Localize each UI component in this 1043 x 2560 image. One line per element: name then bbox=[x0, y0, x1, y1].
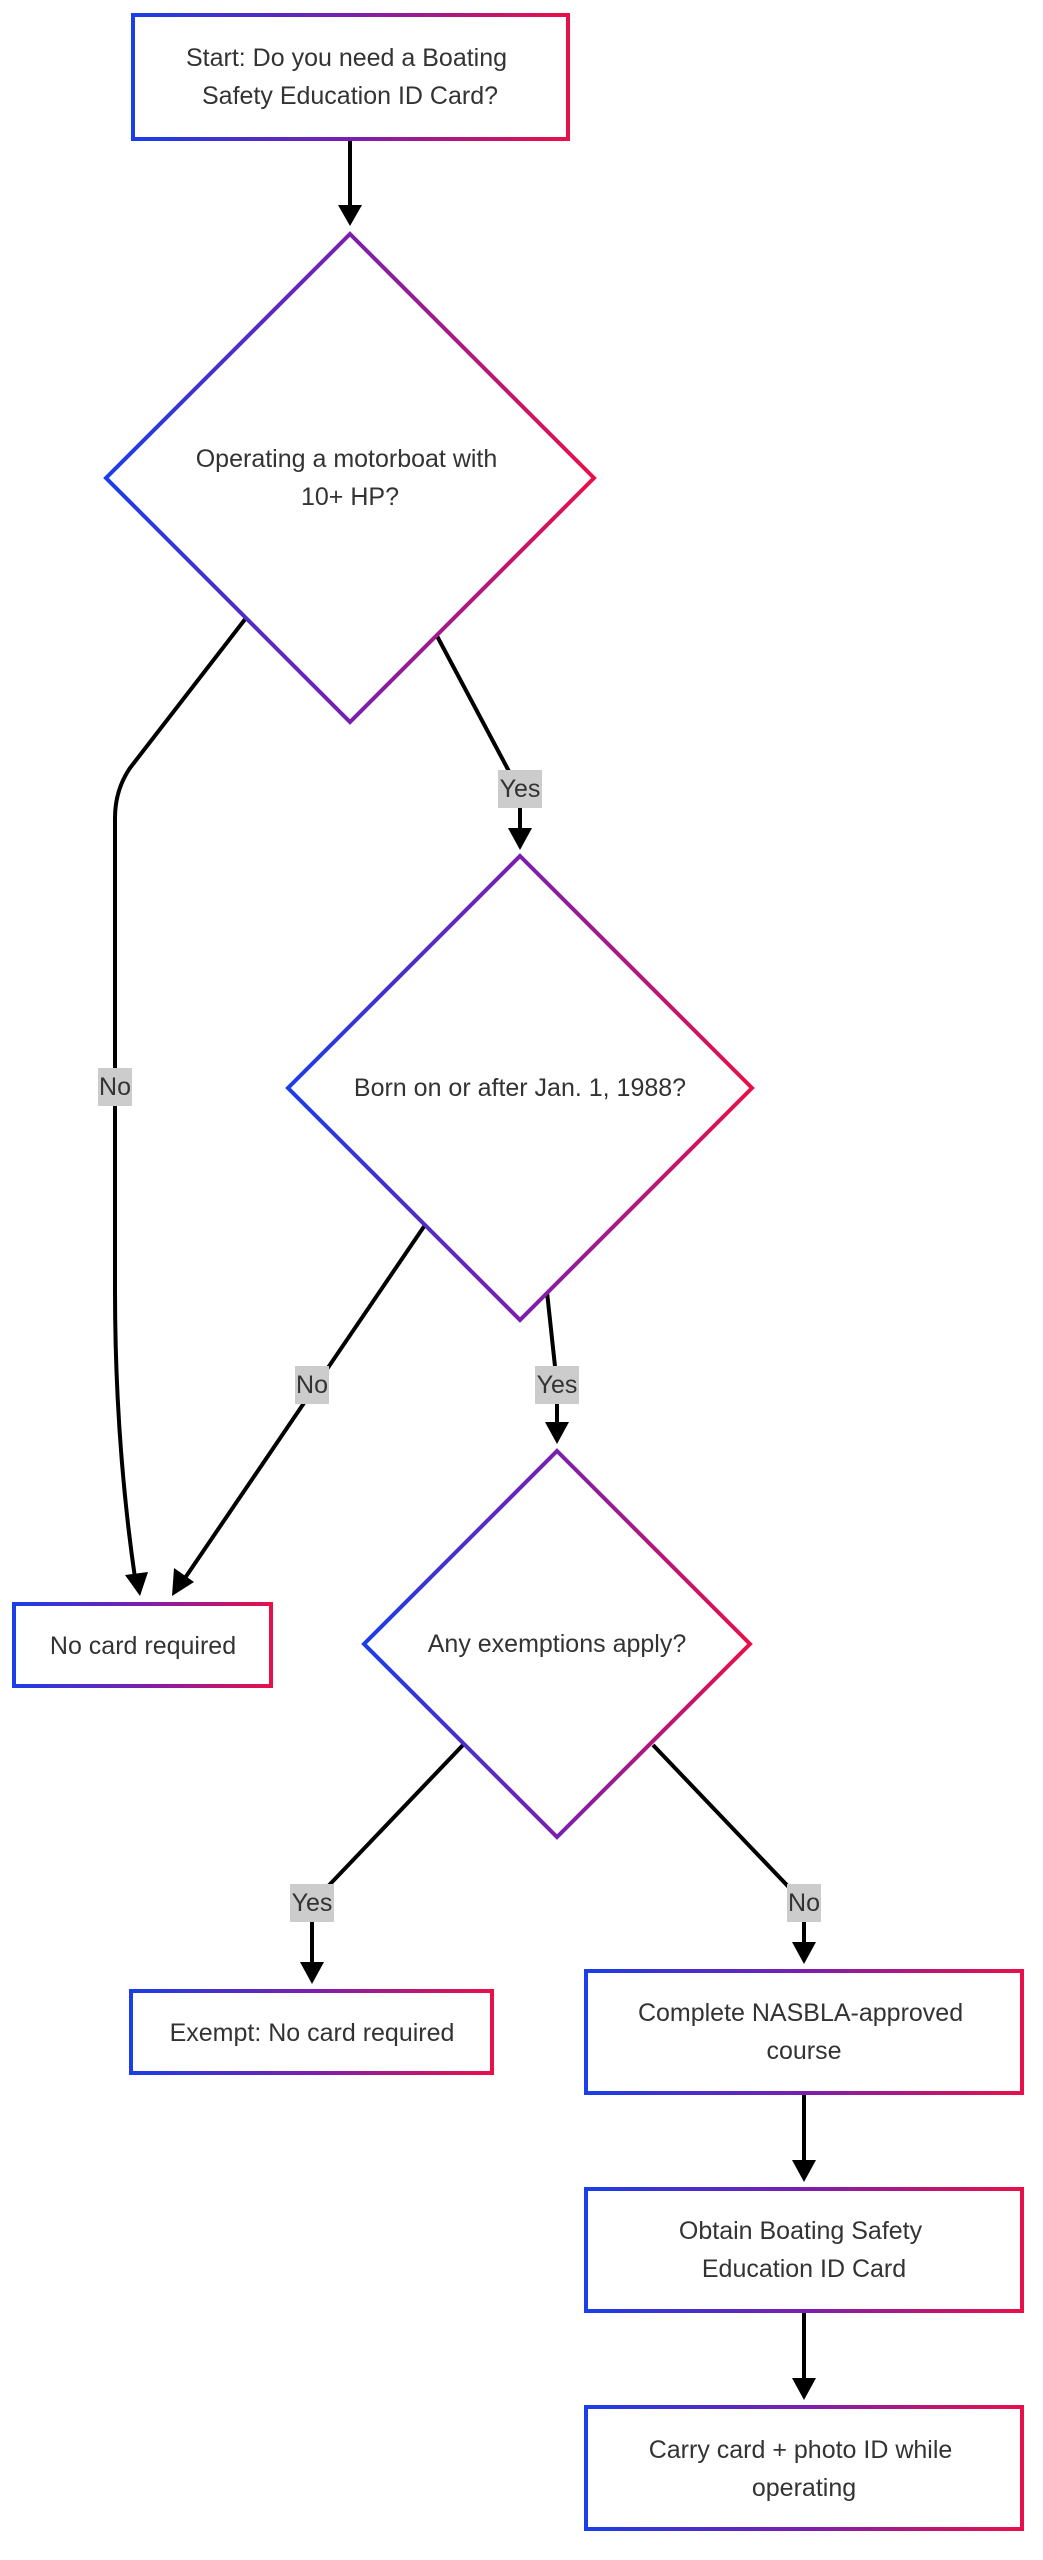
edge-motorboat-to-no-card bbox=[113, 616, 248, 1579]
svg-text:Exempt: No card required: Exempt: No card required bbox=[170, 2019, 455, 2047]
node-carry-line-1: Carry card + photo ID while bbox=[649, 2436, 953, 2464]
edge-labels: Yes No No Yes Yes No bbox=[98, 770, 821, 1922]
node-motorboat-line-2: 10+ HP? bbox=[301, 483, 399, 511]
node-start-line-1: Start: Do you need a Boating bbox=[186, 44, 507, 72]
edge-exemptions-to-course bbox=[651, 1743, 806, 1945]
node-carry-line-2: operating bbox=[752, 2474, 856, 2502]
node-obtain-line-1: Obtain Boating Safety bbox=[679, 2217, 923, 2245]
svg-text:Operating a motorboat with: Operating a motorboat with 10+ HP? bbox=[196, 445, 505, 511]
node-exempt-line-1: Exempt: No card required bbox=[170, 2019, 455, 2047]
node-motorboat-decision[interactable]: Operating a motorboat with 10+ HP? bbox=[103, 231, 597, 725]
node-obtain[interactable]: Obtain Boating Safety Education ID Card bbox=[584, 2187, 1024, 2313]
node-exemptions-line-1: Any exemptions apply? bbox=[428, 1630, 686, 1658]
svg-text:No: No bbox=[99, 1073, 131, 1101]
node-exempt[interactable]: Exempt: No card required bbox=[129, 1989, 494, 2075]
svg-text:Obtain Boating Safety: Obtain Boating Safety Education ID Card bbox=[679, 2217, 929, 2283]
svg-text:Start: Do you need a Boating: Start: Do you need a Boating Safety Educ… bbox=[186, 44, 514, 110]
node-start[interactable]: Start: Do you need a Boating Safety Educ… bbox=[131, 13, 570, 141]
arrowhead bbox=[172, 1568, 194, 1596]
edge-label-exemptions-no: No bbox=[787, 1884, 821, 1922]
arrowhead bbox=[338, 205, 362, 226]
edge-label-exemptions-yes: Yes bbox=[290, 1884, 334, 1922]
svg-text:Yes: Yes bbox=[500, 775, 541, 803]
node-no-card-line-1: No card required bbox=[50, 1632, 236, 1660]
edge-exemptions-to-exempt bbox=[310, 1743, 465, 1965]
arrowhead bbox=[792, 2160, 816, 2182]
nodes: Start: Do you need a Boating Safety Educ… bbox=[12, 13, 1024, 2531]
edge-label-born-yes: Yes bbox=[535, 1366, 579, 1404]
node-carry[interactable]: Carry card + photo ID while operating bbox=[584, 2405, 1024, 2531]
arrowhead bbox=[508, 828, 532, 850]
svg-text:Carry card + photo ID while: Carry card + photo ID while operating bbox=[649, 2436, 960, 2502]
node-born-line-1: Born on or after Jan. 1, 1988? bbox=[354, 1074, 686, 1102]
arrowhead bbox=[300, 1962, 324, 1984]
arrowhead bbox=[792, 2378, 816, 2400]
svg-text:No: No bbox=[788, 1889, 820, 1917]
edge-label-motorboat-no: No bbox=[98, 1068, 132, 1106]
edge-born-to-exemptions bbox=[545, 1291, 559, 1425]
node-exemptions-decision[interactable]: Any exemptions apply? bbox=[361, 1448, 753, 1840]
svg-text:Any exemptions apply?: Any exemptions apply? bbox=[428, 1630, 686, 1658]
node-course-line-1: Complete NASBLA-approved bbox=[638, 1999, 963, 2027]
arrowhead bbox=[125, 1572, 148, 1596]
svg-text:Born on or after Jan. 1, 1988?: Born on or after Jan. 1, 1988? bbox=[354, 1074, 686, 1102]
svg-text:No: No bbox=[296, 1371, 328, 1399]
arrowhead bbox=[545, 1422, 569, 1444]
node-course[interactable]: Complete NASBLA-approved course bbox=[584, 1969, 1024, 2095]
svg-text:Yes: Yes bbox=[292, 1889, 333, 1917]
node-start-line-2: Safety Education ID Card? bbox=[202, 82, 498, 110]
node-no-card[interactable]: No card required bbox=[12, 1602, 273, 1688]
arrowhead bbox=[792, 1942, 816, 1964]
node-motorboat-line-1: Operating a motorboat with bbox=[196, 445, 498, 473]
node-course-line-2: course bbox=[766, 2037, 841, 2065]
svg-text:Yes: Yes bbox=[537, 1371, 578, 1399]
svg-text:No card required: No card required bbox=[50, 1632, 236, 1660]
node-born-decision[interactable]: Born on or after Jan. 1, 1988? bbox=[285, 853, 755, 1323]
node-obtain-line-2: Education ID Card bbox=[702, 2255, 906, 2283]
edge-label-motorboat-yes: Yes bbox=[498, 770, 542, 808]
svg-text:Complete NASBLA-approved: Complete NASBLA-approved course bbox=[638, 1999, 970, 2065]
edge-label-born-no: No bbox=[295, 1366, 329, 1404]
